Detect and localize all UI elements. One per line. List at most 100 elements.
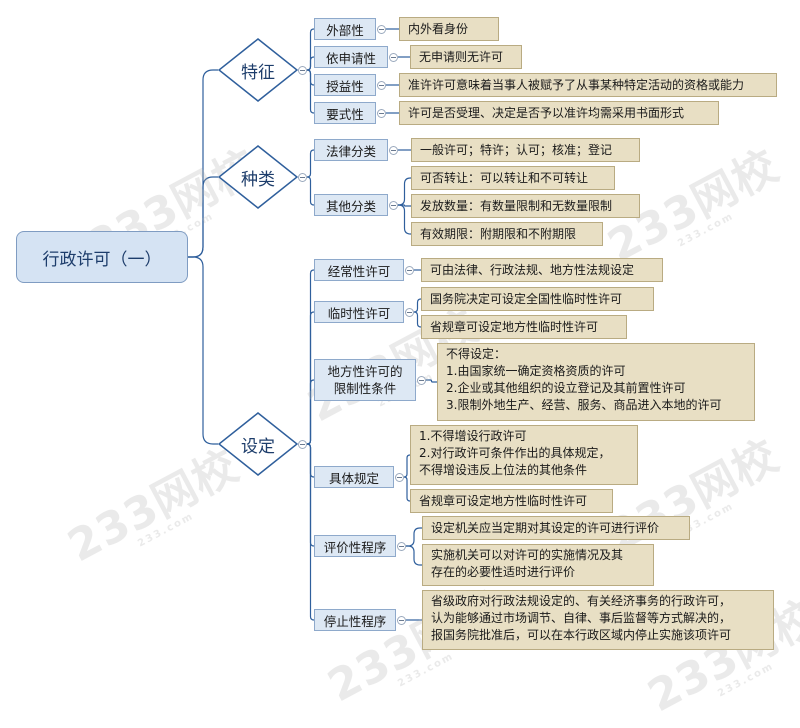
- topic-label: 依申请性: [325, 50, 376, 66]
- leaf-note[interactable]: 省规章可设定地方性临时性许可: [410, 489, 613, 513]
- connector: [398, 204, 411, 235]
- topic-collapse-toggle[interactable]: [376, 24, 386, 34]
- leaf-note[interactable]: 设定机关应当定期对其设定的许可进行评价: [422, 516, 690, 540]
- topic-label-line: 限制性条件: [333, 381, 397, 396]
- leaf-note[interactable]: 实施机关可以对许可的实施情况及其存在的必要性适时进行评价: [422, 544, 654, 586]
- branch-diamond-shape: [218, 412, 298, 476]
- topic-collapse-toggle[interactable]: [376, 108, 386, 118]
- leaf-note[interactable]: 准许许可意味着当事人被赋予了从事某种特定活动的资格或能力: [399, 73, 777, 97]
- topic[interactable]: 具体规定: [314, 466, 394, 488]
- leaf-note[interactable]: 可否转让：可以转让和不可转让: [411, 166, 615, 190]
- branch-label: 设定: [241, 436, 275, 457]
- topic-collapse-toggle[interactable]: [388, 200, 398, 210]
- topic[interactable]: 授益性: [314, 74, 376, 96]
- topic[interactable]: 评价性程序: [314, 535, 396, 557]
- leaf-text-line: 无申请则无许可: [419, 49, 504, 64]
- leaf-note[interactable]: 有效期限：附期限和不附期限: [411, 222, 603, 246]
- topic-collapse-toggle[interactable]: [388, 145, 398, 155]
- leaf-text-line: 认为能够通过市场调节、自律、事后监督等方式解决的，: [431, 611, 732, 625]
- connector: [426, 379, 437, 383]
- branch-2[interactable]: 种类: [218, 145, 298, 209]
- topic[interactable]: 外部性: [314, 18, 376, 40]
- topic-collapse-toggle[interactable]: [404, 265, 414, 275]
- connector: [306, 176, 315, 206]
- leaf-note[interactable]: 可由法律、行政法规、地方性法规设定: [421, 258, 663, 282]
- topic-collapse-toggle[interactable]: [396, 615, 406, 625]
- topic-label: 外部性: [326, 22, 364, 38]
- leaf-text-line: 准许许可意味着当事人被赋予了从事某种特定活动的资格或能力: [408, 77, 745, 92]
- connector: [306, 379, 315, 445]
- topic[interactable]: 法律分类: [314, 139, 388, 161]
- leaf-text-line: 许可是否受理、决定是否予以准许均需采用书面形式: [408, 105, 685, 120]
- topic-collapse-toggle[interactable]: [396, 541, 406, 551]
- leaf-text-line: 可否转让：可以转让和不可转让: [420, 170, 589, 185]
- connector: [306, 69, 315, 114]
- connector: [406, 527, 422, 547]
- branch-diamond-shape: [218, 38, 298, 102]
- leaf-text-line: 存在的必要性适时进行评价: [431, 565, 576, 579]
- leaf-note[interactable]: 省规章可设定地方性临时性许可: [421, 315, 627, 339]
- topic[interactable]: 停止性程序: [314, 609, 396, 631]
- topic[interactable]: 依申请性: [314, 46, 388, 68]
- connector: [413, 298, 422, 313]
- connector: [188, 176, 218, 258]
- leaf-text-line: 1.由国家统一确定资格资质的许可: [446, 364, 626, 378]
- leaf-text-line: 不得增设违反上位法的其他条件: [419, 463, 588, 477]
- root-topic[interactable]: 行政许可（一）: [16, 231, 188, 283]
- leaf-note[interactable]: 许可是否受理、决定是否予以准许均需采用书面形式: [399, 101, 719, 125]
- topic-collapse-toggle[interactable]: [416, 375, 426, 385]
- branch-3[interactable]: 设定: [218, 412, 298, 476]
- branch-label: 种类: [241, 169, 275, 190]
- leaf-note[interactable]: 国务院决定可设定全国性临时性许可: [421, 287, 654, 311]
- leaf-text-line: 设定机关应当定期对其设定的许可进行评价: [431, 520, 660, 535]
- leaf-note[interactable]: 内外看身份: [399, 17, 499, 41]
- topic-collapse-toggle[interactable]: [394, 472, 404, 482]
- topic-collapse-toggle[interactable]: [388, 52, 398, 62]
- topic-label: 停止性程序: [323, 613, 387, 629]
- leaf-text-line: 3.限制外地生产、经营、服务、商品进入本地的许可: [446, 398, 722, 412]
- branch-1[interactable]: 特征: [218, 38, 298, 102]
- topic-label: 授益性: [326, 78, 364, 94]
- branch-collapse-toggle[interactable]: [297, 65, 307, 75]
- leaf-note[interactable]: 一般许可；特许；认可；核准；登记: [411, 138, 640, 162]
- leaf-note[interactable]: 无申请则无许可: [410, 45, 522, 69]
- topic-label: 要式性: [326, 106, 364, 122]
- connector-lines: [188, 28, 437, 621]
- topic-label: 评价性程序: [323, 539, 387, 555]
- topic-label-line: 地方性许可的: [327, 364, 403, 379]
- topic-label: 具体规定: [328, 470, 379, 486]
- branch-collapse-toggle[interactable]: [297, 172, 307, 182]
- topic-label: 其他分类: [325, 198, 376, 214]
- connector: [306, 149, 315, 178]
- topic-label: 经常性许可: [327, 263, 391, 279]
- topic-collapse-toggle[interactable]: [376, 80, 386, 90]
- topic[interactable]: 要式性: [314, 102, 376, 124]
- connector: [398, 204, 411, 207]
- leaf-note[interactable]: 发放数量：有数量限制和无数量限制: [411, 194, 640, 218]
- branch-collapse-toggle[interactable]: [297, 439, 307, 449]
- topic[interactable]: 其他分类: [314, 194, 388, 216]
- leaf-text-line: 不得设定：: [446, 347, 507, 361]
- topic-label: 临时性许可: [327, 305, 391, 321]
- topic[interactable]: 地方性许可的限制性条件: [314, 359, 416, 401]
- connector: [413, 311, 422, 328]
- leaf-note[interactable]: 省级政府对行政法规设定的、有关经济事务的行政许可， 认为能够通过市场调节、自律、事…: [422, 590, 774, 650]
- leaf-text-line: 发放数量：有数量限制和无数量限制: [420, 198, 613, 213]
- leaf-text-line: 实施机关可以对许可的实施情况及其: [431, 548, 624, 562]
- leaf-text-line: 可由法律、行政法规、地方性法规设定: [430, 262, 635, 277]
- leaf-text-line: 省级政府对行政法规设定的、有关经济事务的行政许可，: [431, 594, 732, 608]
- branch-diamond-shape: [218, 145, 298, 209]
- topic[interactable]: 经常性许可: [314, 259, 404, 281]
- leaf-text-line: 内外看身份: [408, 21, 469, 36]
- leaf-text-line: 一般许可；特许；认可；核准；登记: [420, 142, 613, 157]
- connector: [406, 545, 422, 566]
- topic-collapse-toggle[interactable]: [404, 307, 414, 317]
- root-label: 行政许可（一）: [42, 249, 162, 270]
- connector: [306, 443, 315, 621]
- topic[interactable]: 临时性许可: [314, 301, 404, 323]
- leaf-text-line: 2.对行政许可条件作出的具体规定，: [419, 446, 611, 460]
- connector: [403, 476, 411, 502]
- branch-label: 特征: [241, 62, 275, 83]
